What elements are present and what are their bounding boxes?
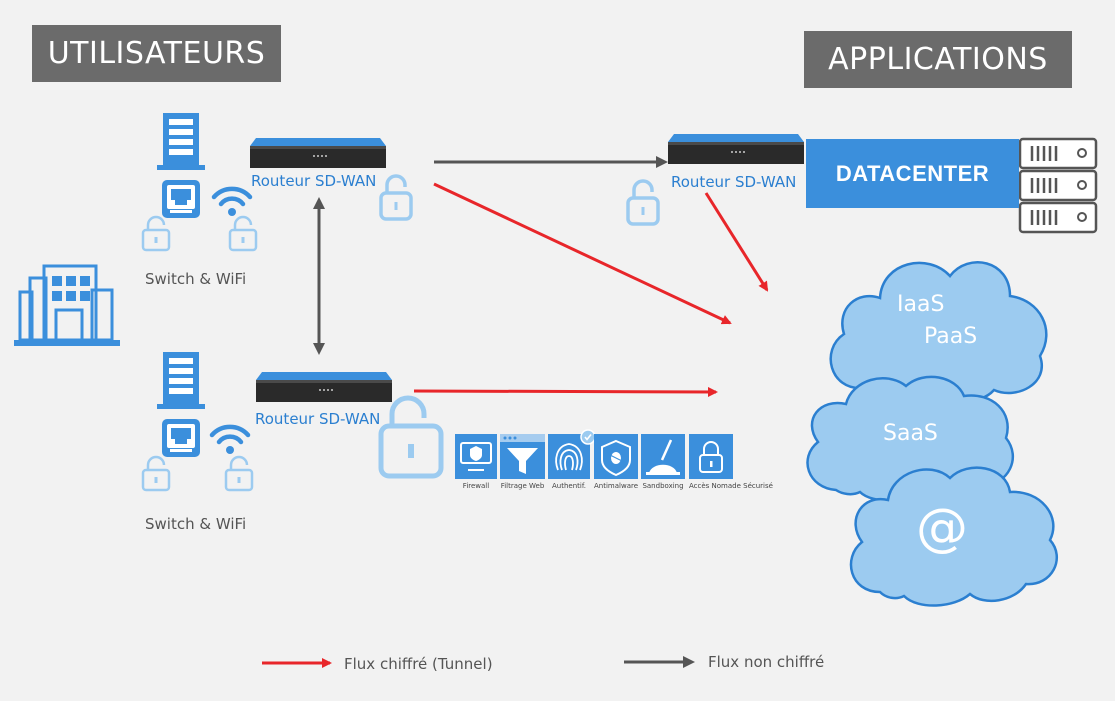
switch-wifi-label: Switch & WiFi [145, 515, 247, 533]
firewall-icon [455, 434, 497, 479]
encrypted-flow-arrow [704, 192, 769, 292]
wifi-icon [212, 427, 248, 454]
cloud-label-paas: PaaS [924, 324, 978, 349]
antimalware-shield-icon [594, 434, 638, 479]
encrypted-flow-arrow [413, 386, 718, 397]
cloud-label-iaas: IaaS [897, 292, 945, 317]
open-padlock-icon [379, 174, 413, 221]
switch-icon [162, 419, 200, 457]
service-label-antimalware: Antimalware [594, 482, 639, 490]
cloud-label-saas: SaaS [883, 421, 938, 446]
router-icon [250, 138, 386, 168]
service-label-authentication: Authentif. [551, 482, 587, 490]
security-services-bar [455, 429, 733, 479]
router-label: Routeur SD-WAN [251, 172, 377, 190]
email-icon: @ [916, 498, 968, 558]
padlock-icon [141, 215, 171, 252]
service-label-sandboxing: Sandboxing [642, 482, 684, 490]
sandbox-icon [641, 434, 685, 479]
switch-icon [162, 180, 200, 218]
padlock-icon [141, 455, 171, 492]
office-building-icon [157, 113, 205, 170]
cloud-email [849, 466, 1059, 607]
campus-building-icon [14, 264, 120, 346]
router-label: Routeur SD-WAN [255, 410, 381, 428]
legend-unencrypted-label: Flux non chiffré [708, 653, 825, 671]
datacenter-box: DATACENTER [806, 139, 1019, 208]
service-label-secure-nomad-access: Accès Nomade Sécurisé [689, 482, 773, 490]
padlock-icon [228, 215, 258, 252]
open-padlock-icon [626, 179, 660, 226]
service-label-firewall: Firewall [462, 482, 490, 490]
office-building-icon [157, 352, 205, 409]
encrypted-flow-arrow [433, 182, 732, 325]
legend-encrypted-label: Flux chiffré (Tunnel) [344, 655, 493, 673]
service-label-web-filter: Filtrage Web [500, 482, 545, 490]
padlock-icon [224, 455, 254, 492]
open-padlock-icon [378, 395, 444, 479]
server-rack-icon [1018, 137, 1098, 234]
wifi-icon [214, 189, 250, 216]
web-filter-icon [500, 434, 545, 479]
users-header: UTILISATEURS [32, 25, 281, 82]
fingerprint-icon [548, 429, 596, 479]
router-label: Routeur SD-WAN [671, 173, 797, 191]
applications-header: APPLICATIONS [804, 31, 1072, 88]
router-icon [668, 134, 804, 164]
switch-wifi-label: Switch & WiFi [145, 270, 247, 288]
padlock-icon [689, 434, 733, 479]
router-icon [256, 372, 392, 402]
